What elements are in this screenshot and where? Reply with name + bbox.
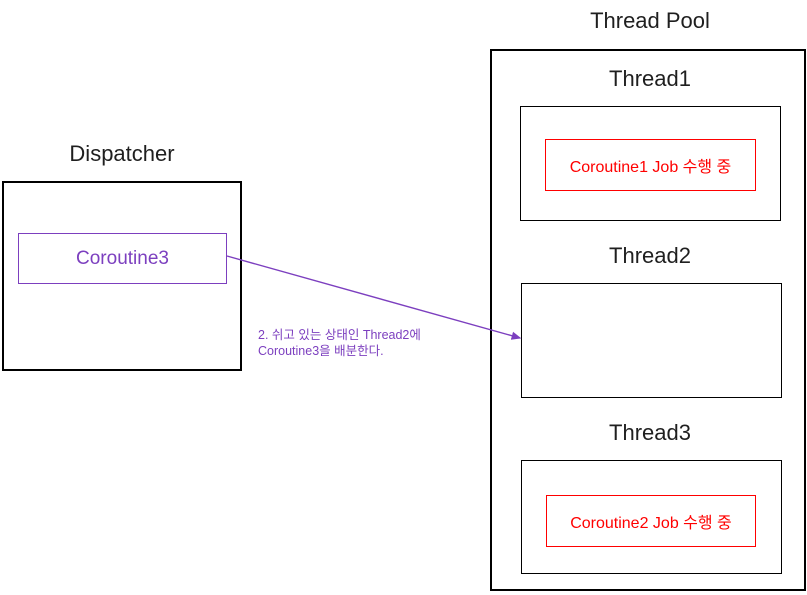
thread-1-job-box: Coroutine1 Job 수행 중 [545,139,756,191]
thread-3-box [521,460,782,574]
thread-1-box [520,106,781,221]
thread-1-label: Thread1 [609,66,691,91]
dispatcher-title: Dispatcher [69,141,175,166]
thread-3-label: Thread3 [609,420,691,445]
thread-pool-title: Thread Pool [590,8,710,33]
coroutine3-box: Coroutine3 [18,233,227,284]
thread-3-job-box: Coroutine2 Job 수행 중 [546,495,756,547]
thread-2-box [521,283,782,398]
thread-2-label: Thread2 [609,243,691,268]
annotation-step-2: 2. 쉬고 있는 상태인 Thread2에 Coroutine3을 배분한다. [258,328,421,358]
arrow-line [226,255,522,340]
